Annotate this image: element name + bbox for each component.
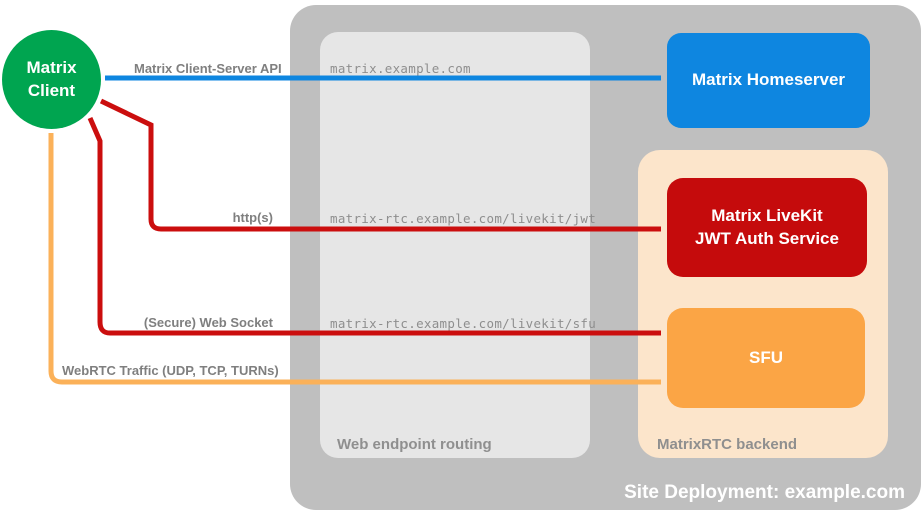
client-sfu-websocket-arrow <box>87 117 661 336</box>
web-endpoint-routing-caption: Web endpoint routing <box>337 436 492 453</box>
sfu-label: SFU <box>749 347 783 367</box>
sfu-node: SFU <box>667 308 865 408</box>
jwt-auth-service-node: Matrix LiveKit JWT Auth Service <box>667 178 867 277</box>
site-deployment-caption: Site Deployment: example.com <box>624 482 905 503</box>
matrix-homeserver-label: Matrix Homeserver <box>691 70 846 90</box>
webrtc-traffic-label: WebRTC Traffic (UDP, TCP, TURNs) <box>62 363 279 378</box>
client-sfu-webrtc-arrow <box>48 133 661 385</box>
https-label: http(s) <box>232 210 273 225</box>
homeserver-endpoint-text: matrix.example.com <box>330 61 471 76</box>
matrix-homeserver-node: Matrix Homeserver <box>667 33 870 128</box>
client-server-api-label: Matrix Client-Server API <box>134 61 282 76</box>
jwt-endpoint-text: matrix-rtc.example.com/livekit/jwt <box>330 211 597 226</box>
matrixrtc-backend-caption: MatrixRTC backend <box>657 436 798 453</box>
sfu-endpoint-text: matrix-rtc.example.com/livekit/sfu <box>330 316 597 331</box>
client-jwt-arrow <box>99 98 661 232</box>
web-endpoint-routing-panel <box>320 32 590 458</box>
jwt-auth-service-label: Matrix LiveKit JWT Auth Service <box>695 206 839 248</box>
websocket-label: (Secure) Web Socket <box>143 315 273 330</box>
matrix-client-label: Matrix Client <box>26 58 77 100</box>
matrix-client-node: Matrix Client <box>2 30 101 129</box>
